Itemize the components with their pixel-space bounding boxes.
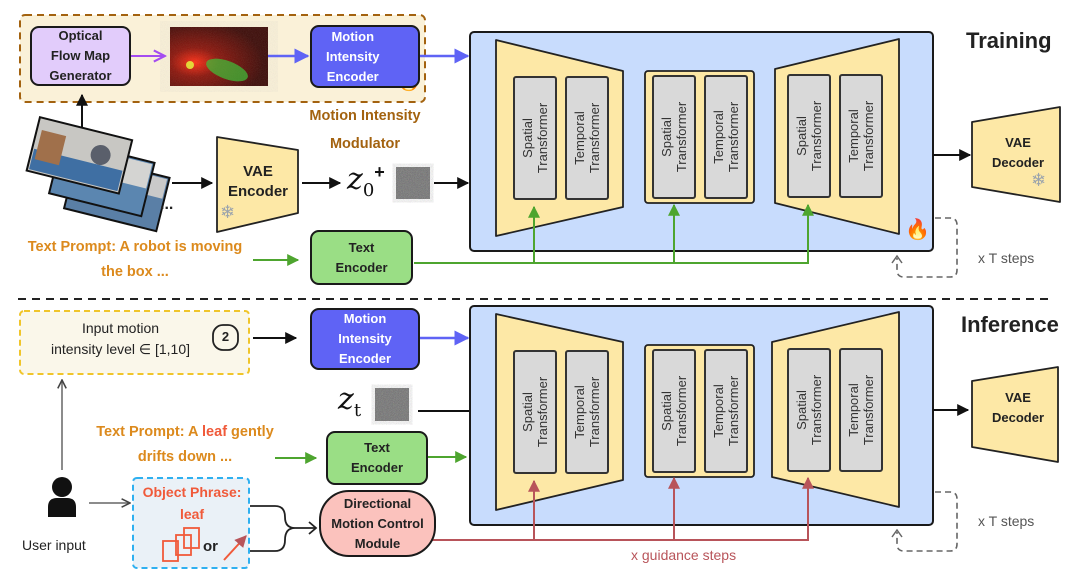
section-title-training: Training [966,28,1052,53]
spatial-transformer: Spatial Transformer [787,74,831,198]
steps-label-train: x T steps [978,250,1035,266]
bounding-box-icon [162,527,200,562]
loop-train [896,217,958,278]
object-phrase-label: Object Phrase:leaf [142,484,242,522]
vae-decoder-inf-shape [971,366,1059,463]
vae-decoder-train-shape [971,106,1061,203]
latent-zt: zt [338,382,362,421]
object-phrase-box [132,477,250,569]
user-input-label: User input [22,537,86,553]
temporal-transformer: Temporal Transformer [704,75,748,199]
snowflake-icon: ❄ [1031,170,1047,190]
spatial-transformer: Spatial Transformer [513,76,557,200]
spatial-transformer: Spatial Transformer [652,75,696,199]
motion-input-box [19,310,250,375]
snowflake-icon: ❄ [220,202,236,222]
temporal-transformer: Temporal Transformer [839,74,883,198]
temporal-transformer: Temporal Transformer [565,76,609,200]
section-title-inference: Inference [961,312,1059,337]
steps-label-inf: x T steps [978,513,1035,529]
trajectory-arrow-icon [223,535,247,561]
video-frames-image [25,115,171,233]
temporal-transformer: Temporal Transformer [565,350,609,474]
fire-icon: 🔥 [905,219,930,241]
text-conditioning-lines [414,203,814,264]
optical-flow-map-image [170,27,268,86]
loop-inf [896,491,958,552]
temporal-transformer: Temporal Transformer [704,349,748,473]
spatial-transformer: Spatial Transformer [652,349,696,473]
temporal-transformer: Temporal Transformer [839,348,883,472]
spatial-transformer: Spatial Transformer [787,348,831,472]
intensity-value-badge-shape [212,324,239,351]
latent-z0: z0+ [347,162,385,201]
guidance-steps-label: x guidance steps [631,547,737,563]
vae-encoder-shape [216,136,299,233]
video-ellipsis: ... [160,196,174,213]
merge-connector [250,505,315,552]
intensity-value[interactable]: 2 [221,329,230,344]
or-label: or [203,538,218,555]
text-prompt-inf: Text Prompt: A leaf gently drifts down .… [96,424,274,465]
motion-guidance-lines [406,476,814,541]
spatial-transformer: Spatial Transformer [513,350,557,474]
user-icon [48,477,76,517]
